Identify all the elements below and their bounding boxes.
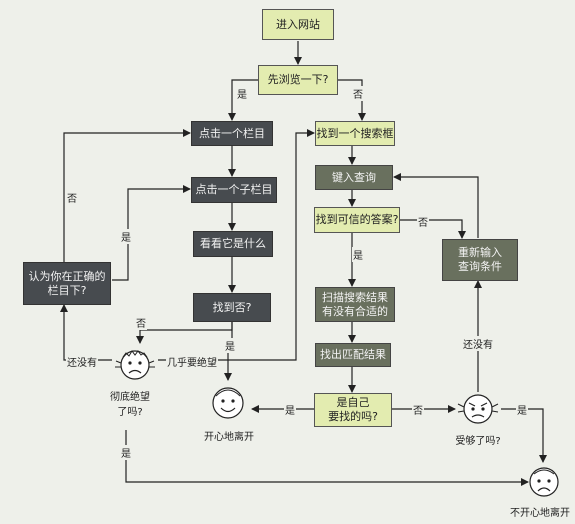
label-isit-yes: 是 (284, 402, 296, 417)
label-found-no: 否 (135, 315, 147, 330)
node-reenter-query-text-2: 查询条件 (458, 260, 502, 273)
node-right-section-text-2: 栏目下? (47, 283, 87, 297)
node-find-search-box-text: 找到一个搜索框 (316, 126, 394, 140)
node-scan-results-text-1: 扫描搜索结果 (322, 290, 388, 304)
node-click-category-text: 点击一个栏目 (199, 126, 265, 140)
label-browse-no: 否 (352, 86, 364, 101)
caption-leave-unhappy: 不开心地离开 (510, 508, 570, 519)
node-reenter-query: 重新输入 查询条件 (442, 239, 518, 281)
node-reenter-query-text-1: 重新输入 (458, 246, 502, 259)
node-click-category: 点击一个栏目 (191, 121, 273, 146)
caption-totally-despair: 彻底绝望 了吗? (100, 388, 160, 418)
node-enter-site-text: 进入网站 (276, 17, 320, 31)
node-see-what: 看看它是什么 (193, 231, 273, 257)
node-scan-results: 扫描搜索结果 有没有合适的 (315, 287, 395, 322)
caption-had-enough: 受够了吗? (455, 436, 501, 447)
caption-totally-despair-2: 了吗? (117, 407, 143, 418)
label-answer-yes: 是 (352, 247, 364, 262)
node-is-it: 是自己 要找的吗? (314, 393, 392, 427)
node-click-subcategory-text: 点击一个子栏目 (195, 183, 273, 196)
node-found-it-text: 找到否? (212, 300, 252, 314)
caption-totally-despair-1: 彻底绝望 (110, 392, 150, 403)
node-find-answer-text: 找到可信的答案? (315, 213, 399, 226)
label-browse-yes: 是 (236, 86, 248, 101)
label-found-yes: 是 (224, 338, 236, 353)
label-not-yet-right: 还没有 (462, 336, 494, 351)
frustrated-face-icon (457, 394, 499, 424)
node-is-it-text-1: 是自己 (336, 396, 370, 409)
caption-leave-happy: 开心地离开 (204, 432, 254, 443)
node-click-subcategory: 点击一个子栏目 (191, 177, 277, 203)
label-isit-no: 否 (412, 402, 424, 417)
node-find-search-box: 找到一个搜索框 (315, 121, 395, 146)
node-right-section: 认为你在正确的 栏目下? (23, 262, 111, 305)
label-answer-no: 否 (417, 214, 429, 229)
node-browse-first-text: 先浏览一下? (267, 73, 329, 86)
node-browse-first: 先浏览一下? (258, 65, 338, 95)
label-almost-despair: 几乎要绝望 (166, 354, 218, 369)
node-enter-site: 进入网站 (262, 9, 334, 40)
node-find-match-text: 找出匹配结果 (320, 348, 386, 361)
unhappy-face-icon (529, 467, 559, 497)
label-not-yet-left: 还没有 (66, 354, 98, 369)
node-found-it: 找到否? (193, 293, 271, 322)
node-scan-results-text-2: 有没有合适的 (322, 304, 388, 318)
label-despair-yes: 是 (120, 445, 132, 460)
node-find-match: 找出匹配结果 (315, 343, 391, 367)
node-is-it-text-2: 要找的吗? (328, 410, 378, 423)
label-section-no: 否 (66, 190, 78, 205)
node-find-answer: 找到可信的答案? (314, 207, 400, 233)
node-type-query: 键入查询 (315, 165, 393, 190)
node-type-query-text: 键入查询 (332, 170, 376, 184)
happy-face-icon (212, 387, 244, 419)
node-right-section-text-1: 认为你在正确的 (28, 269, 106, 283)
label-section-yes: 是 (120, 229, 132, 244)
node-see-what-text: 看看它是什么 (200, 237, 266, 250)
label-enough-yes: 是 (516, 402, 528, 417)
despair-face-icon (115, 350, 155, 380)
